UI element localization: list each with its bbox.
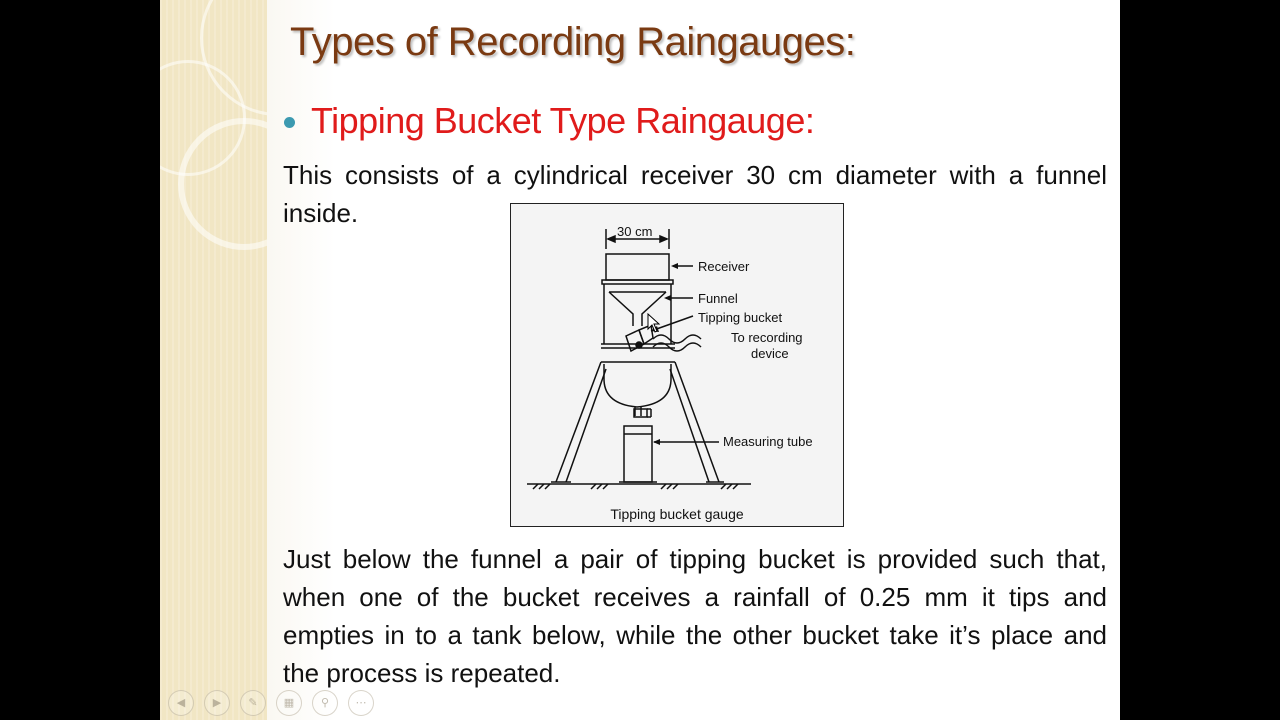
dimension-label: 30 cm [617, 224, 652, 239]
bullet-icon [284, 116, 295, 128]
pen-icon[interactable]: ✎ [240, 690, 266, 716]
previous-icon[interactable]: ◀ [168, 690, 194, 716]
label-recording-device-2: device [751, 346, 789, 361]
slides-icon[interactable]: ▦ [276, 690, 302, 716]
tipping-bucket-diagram: 30 cm Receiver Funnel Tipping bucket To … [527, 224, 813, 490]
label-tipping-bucket: Tipping bucket [698, 310, 782, 325]
more-icon[interactable]: ⋯ [348, 690, 374, 716]
zoom-icon[interactable]: ⚲ [312, 690, 338, 716]
slide-subtitle: Tipping Bucket Type Raingauge: [311, 100, 815, 141]
figure-caption: Tipping bucket gauge [610, 506, 744, 522]
paragraph-intro: This consists of a cylindrical receiver … [283, 160, 1107, 228]
label-funnel: Funnel [698, 291, 738, 306]
label-recording-device-1: To recording [731, 330, 803, 345]
next-icon[interactable]: ▶ [204, 690, 230, 716]
label-receiver: Receiver [698, 259, 750, 274]
slide-title: Types of Recording Raingauges: [290, 20, 856, 64]
label-measuring-tube: Measuring tube [723, 434, 813, 449]
decorative-side-panel [160, 0, 356, 720]
mouse-cursor-icon [647, 313, 661, 333]
slideshow-nav-controls: ◀ ▶ ✎ ▦ ⚲ ⋯ [168, 690, 374, 716]
tipping-bucket-figure: 30 cm Receiver Funnel Tipping bucket To … [510, 203, 844, 527]
subtitle-bullet-row: Tipping Bucket Type Raingauge: [284, 100, 815, 142]
paragraph-mechanism: Just below the funnel a pair of tipping … [283, 544, 1107, 688]
slide: Types of Recording Raingauges: Tipping B… [160, 0, 1120, 720]
